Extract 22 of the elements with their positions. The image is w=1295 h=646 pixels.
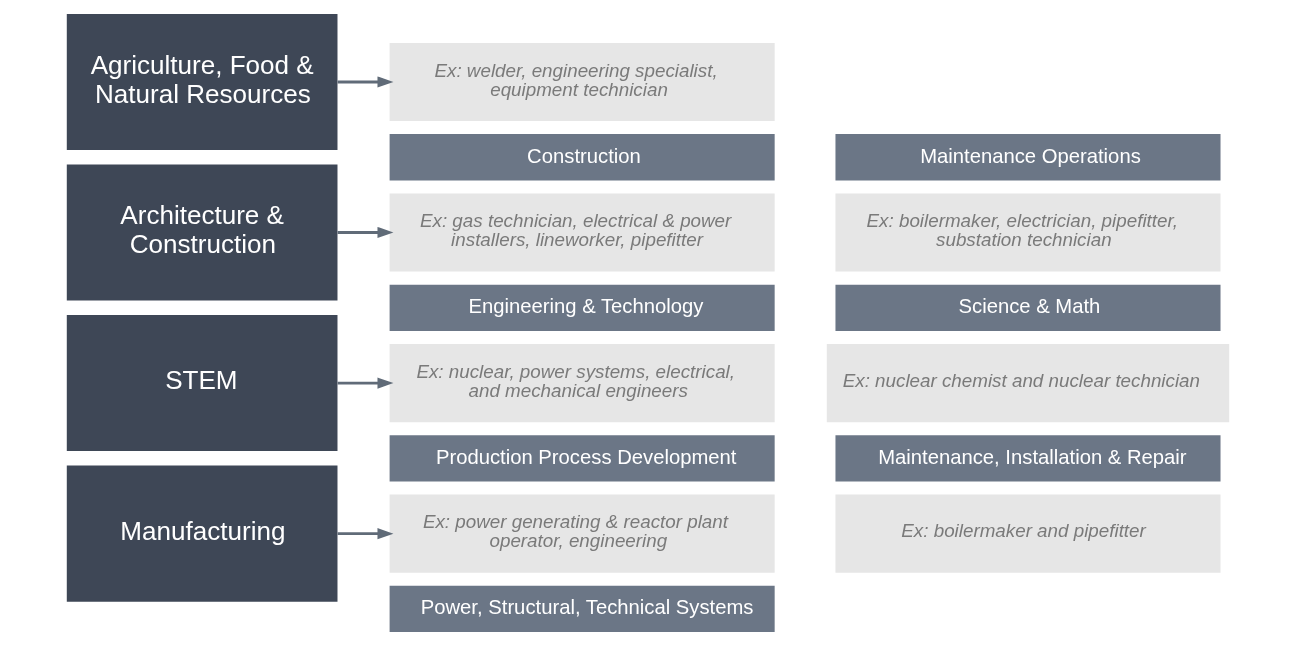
node-box: Ex: power generating & reactor plant operator, engineering (389, 494, 775, 573)
node-box: Construction (389, 134, 775, 181)
node-box: Production Process Development (389, 435, 775, 482)
node-box: Power, Structural, Technical Systems (389, 585, 775, 633)
arrow (337, 76, 393, 88)
node-box: Ex: nuclear, power systems, electrical, and mechanical engineers (389, 344, 775, 423)
node-box: Manufacturing (66, 465, 337, 602)
node-box: Ex: boilermaker and pipefitter (834, 494, 1220, 573)
arrow (337, 528, 393, 540)
node-box: Architecture & Construction (66, 164, 337, 301)
node-box: Maintenance Operations (834, 134, 1220, 181)
node-box: Ex: nuclear chemist and nuclear technician (826, 344, 1229, 423)
node-box: Ex: boilermaker, electrician, pipefitter, substation technician (834, 193, 1220, 272)
node-box: Maintenance, Installation & Repair (834, 435, 1220, 482)
arrow (337, 377, 393, 389)
arrow (337, 226, 393, 239)
node-box: Engineering & Technology (389, 284, 775, 331)
node-box: STEM (66, 315, 337, 452)
node-box: Agriculture, Food & Natural Resources (66, 13, 337, 150)
node-box: Ex: gas technician, electrical & power installers, lineworker, pipefitter (389, 193, 775, 272)
node-box: Science & Math (834, 284, 1220, 331)
node-box: Ex: welder, engineering specialist, equipment technician (389, 42, 775, 122)
